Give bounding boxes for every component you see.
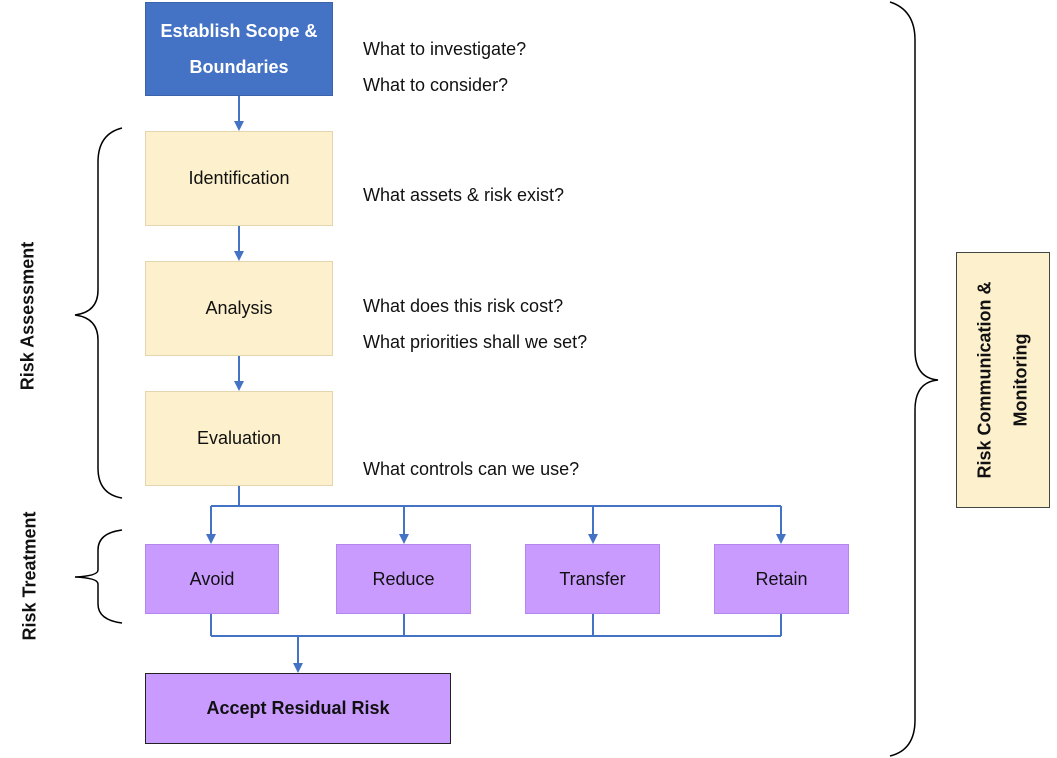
identification-label: Identification — [188, 168, 290, 188]
avoid-label: Avoid — [189, 568, 235, 589]
establish-scope-label-line1: Establish Scope & — [160, 21, 318, 41]
question-priorities: What priorities shall we set? — [363, 332, 588, 352]
question-cost: What does this risk cost? — [363, 296, 564, 316]
transfer-box: Transfer — [525, 544, 660, 614]
accept-residual-risk-label: Accept Residual Risk — [206, 698, 390, 718]
risk-communication-box: Risk Communication & Monitoring — [956, 252, 1050, 508]
question-controls: What controls can we use? — [363, 459, 580, 479]
risk-communication-label-line1: Risk Communication & — [975, 281, 995, 479]
reduce-label: Reduce — [372, 568, 435, 589]
identification-box: Identification — [145, 131, 333, 226]
brace-risk-treatment — [74, 529, 123, 624]
risk-communication-label-line2: Monitoring — [1011, 333, 1031, 427]
question-consider: What to consider? — [363, 75, 509, 95]
brace-risk-communication — [889, 1, 939, 757]
evaluation-label: Evaluation — [196, 428, 282, 448]
avoid-box: Avoid — [145, 544, 279, 614]
risk-communication-text: Risk Communication & Monitoring — [967, 281, 1039, 478]
retain-box: Retain — [714, 544, 849, 614]
risk-assessment-label: Risk Assessment — [17, 241, 38, 391]
evaluation-box: Evaluation — [145, 391, 333, 486]
brace-risk-assessment — [74, 127, 123, 499]
transfer-label: Transfer — [559, 568, 626, 589]
analysis-label: Analysis — [205, 298, 273, 318]
establish-scope-box: Establish Scope & Boundaries — [145, 2, 333, 96]
retain-label: Retain — [755, 568, 808, 589]
analysis-box: Analysis — [145, 261, 333, 356]
question-investigate: What to investigate? — [363, 39, 527, 59]
establish-scope-label-line2: Boundaries — [189, 57, 289, 77]
reduce-box: Reduce — [336, 544, 471, 614]
accept-residual-risk-box: Accept Residual Risk — [145, 673, 451, 744]
risk-treatment-label: Risk Treatment — [19, 511, 40, 641]
question-assets: What assets & risk exist? — [363, 185, 565, 205]
